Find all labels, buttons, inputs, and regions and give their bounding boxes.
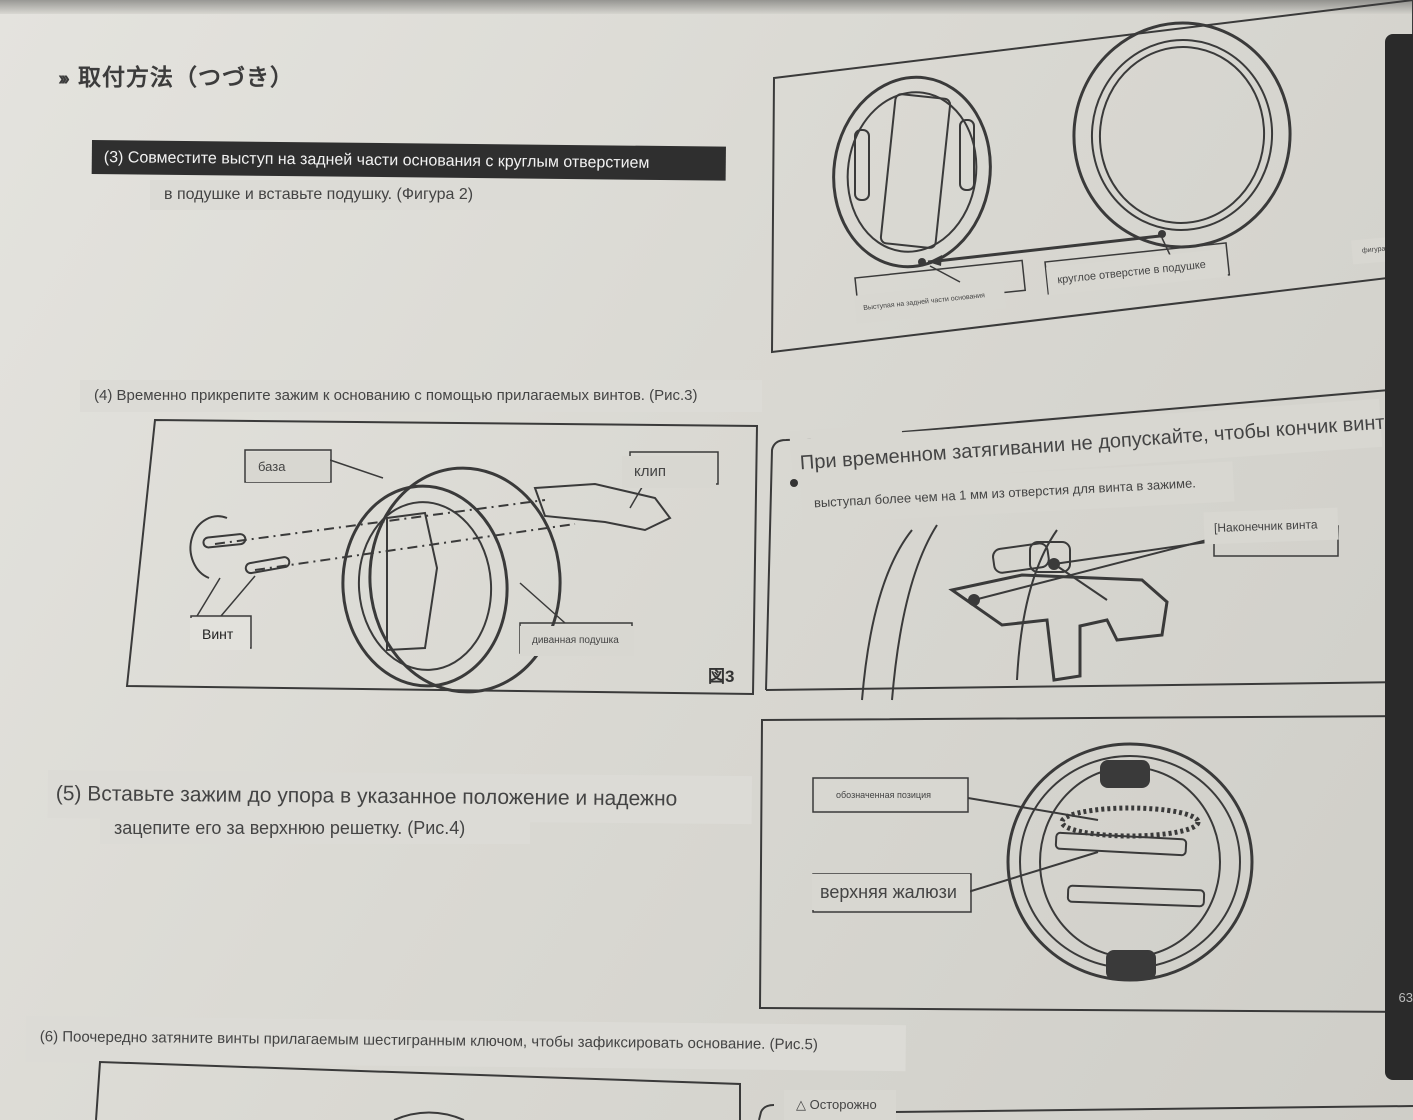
caution-heading: △ Осторожно <box>784 1090 896 1120</box>
figure4-label-louver: верхняя жалюзи <box>812 874 970 910</box>
chevron-right-icon: ››› <box>58 68 70 90</box>
page-number: 63 <box>1398 990 1413 1005</box>
figure3-caption: 図3 <box>708 667 735 686</box>
figure4-label-marked: обозначенная позиция <box>816 780 966 810</box>
figure3-label-base: база <box>246 452 330 482</box>
page-edge-bar <box>1385 34 1413 1080</box>
step5-line2: зацепите его за верхнюю решетку. (Рис.4) <box>100 812 530 844</box>
step3-line2: в подушке и вставьте подушку. (Фигура 2) <box>150 180 540 210</box>
warning-bullet <box>790 479 798 487</box>
figure4-drawing <box>758 714 1413 1014</box>
section-title: ›››取付方法（つづき） <box>58 64 294 90</box>
warning-drawing <box>765 387 1413 701</box>
figure3-label-cushion: диванная подушка <box>520 626 634 656</box>
figure3-label-clip: клип <box>622 456 716 488</box>
warning-label-screw-tip: [Наконечник винта <box>1203 507 1339 545</box>
step3-line1: (3) Совместите выступ на задней части ос… <box>91 140 726 181</box>
figure3-label-screw: Винт <box>190 618 250 650</box>
page-edge-shadow <box>0 0 1413 14</box>
step4-text: (4) Временно прикрепите зажим к основани… <box>80 380 762 412</box>
figure5-drawing <box>95 1060 1413 1120</box>
